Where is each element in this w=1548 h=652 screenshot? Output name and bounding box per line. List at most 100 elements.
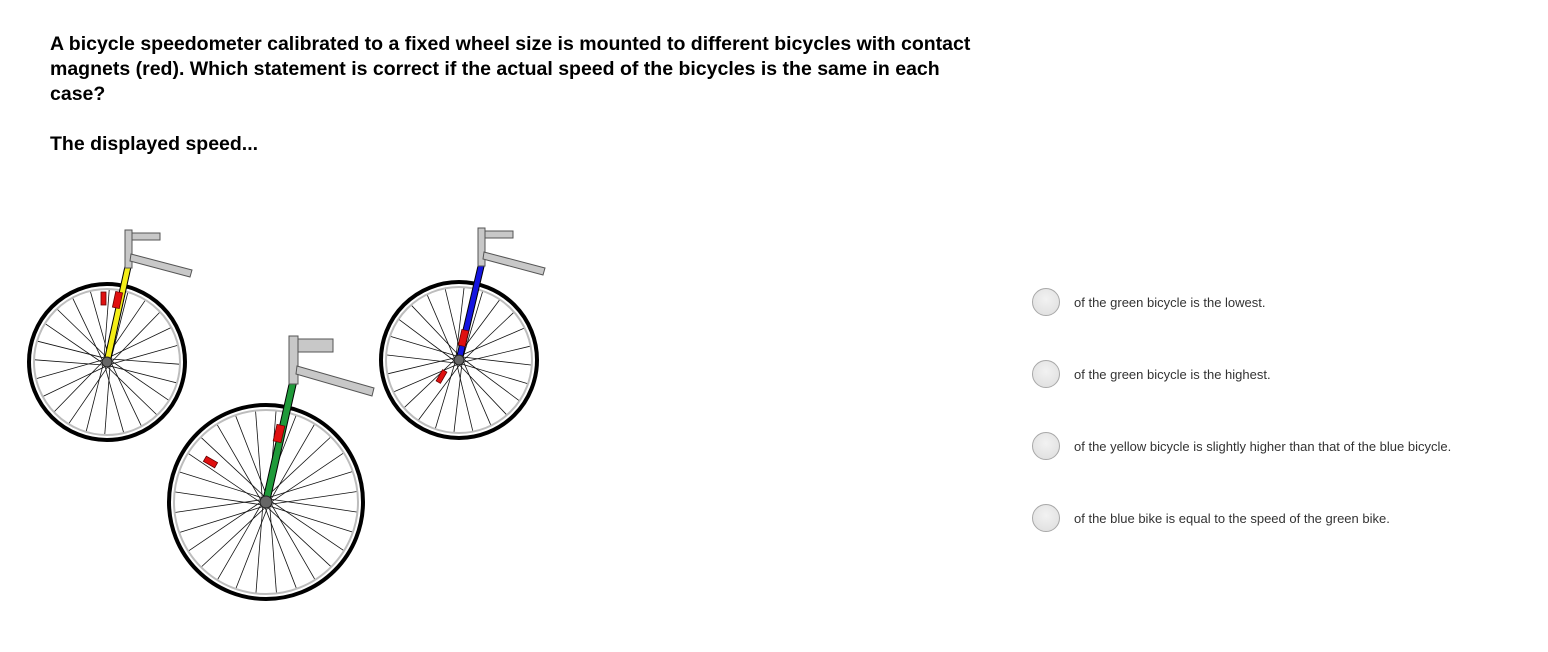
spoke (110, 360, 169, 401)
spoke (388, 357, 456, 375)
option-green-lowest[interactable]: of the green bicycle is the lowest. (1032, 285, 1266, 319)
option-green-highest[interactable]: of the green bicycle is the highest. (1032, 357, 1271, 391)
yellow-bicycle-stem (124, 229, 133, 269)
spoke (85, 363, 104, 432)
yellow-bicycle-fork-magnet (111, 290, 124, 310)
spoke (255, 504, 264, 593)
spoke (404, 359, 456, 408)
option-label: of the blue bike is equal to the speed o… (1074, 510, 1390, 526)
green-bicycle-hub (259, 495, 273, 509)
spoke (269, 503, 277, 593)
spoke (72, 298, 104, 362)
blue-bicycle-spoke-magnet (435, 369, 448, 384)
radio-button[interactable] (1032, 360, 1060, 388)
spoke (104, 364, 111, 435)
spoke (34, 359, 105, 366)
spoke (269, 491, 357, 505)
blue-bicycle-fork-magnet (457, 328, 470, 348)
spoke (90, 291, 110, 359)
spoke (458, 363, 507, 415)
spoke (104, 365, 124, 433)
spoke (269, 453, 344, 504)
radio-button[interactable] (1032, 432, 1060, 460)
spoke (269, 499, 344, 551)
blue-bicycle-handlebar-top (484, 230, 514, 239)
spoke (103, 289, 110, 360)
spoke (217, 502, 263, 580)
radio-button[interactable] (1032, 504, 1060, 532)
yellow-bicycle-hub (101, 356, 113, 368)
spoke (455, 288, 465, 358)
spoke (110, 312, 160, 363)
spoke (462, 312, 514, 361)
spoke (418, 363, 461, 420)
spoke (235, 416, 269, 499)
spoke (459, 328, 524, 357)
spoke (267, 505, 353, 533)
spoke (266, 471, 352, 499)
radio-button[interactable] (1032, 288, 1060, 316)
spoke (57, 309, 108, 359)
option-label: of the yellow bicycle is slightly higher… (1074, 438, 1452, 454)
spoke (110, 345, 178, 365)
spoke (444, 289, 462, 357)
green-bicycle-handlebar-top (297, 338, 334, 353)
yellow-bicycle-spoke-magnet (100, 291, 107, 306)
bicycle-figure (27, 227, 546, 601)
spoke (179, 471, 265, 499)
yellow-bicycle-handlebar (129, 253, 193, 278)
blue-bicycle-spokes (387, 288, 531, 432)
spoke (108, 365, 177, 384)
spoke (107, 327, 171, 359)
spoke (175, 499, 263, 513)
option-label: of the green bicycle is the highest. (1074, 366, 1271, 382)
spoke (269, 424, 315, 502)
spoke (399, 319, 456, 362)
spoke (255, 411, 263, 501)
green-bicycle-handlebar (295, 365, 375, 397)
spoke (462, 345, 530, 363)
blue-bicycle-rim (385, 286, 533, 434)
yellow-bicycle (27, 229, 193, 442)
spoke (456, 363, 474, 431)
spoke (201, 505, 268, 567)
spoke (54, 361, 104, 412)
spoke (43, 365, 107, 397)
spoke (462, 291, 483, 359)
question: A bicycle speedometer calibrated to a fi… (50, 32, 980, 157)
spoke (394, 363, 459, 392)
spoke (264, 437, 331, 499)
yellow-bicycle-rim (33, 288, 181, 436)
yellow-bicycle-handlebar-top (131, 232, 161, 241)
green-bicycle-stem (288, 335, 299, 385)
spoke (462, 360, 491, 425)
spoke (37, 340, 106, 359)
blue-bicycle-stem (477, 227, 486, 267)
yellow-bicycle-fork (104, 261, 132, 363)
option-blue-equals-green[interactable]: of the blue bike is equal to the speed o… (1032, 501, 1390, 535)
spoke (201, 437, 267, 499)
green-bicycle-fork-magnet (272, 423, 286, 444)
spoke (68, 365, 109, 424)
spoke (110, 362, 142, 426)
spoke (45, 323, 104, 364)
spoke (411, 305, 460, 357)
green-bicycle (167, 335, 375, 601)
spoke (427, 295, 456, 360)
blue-bicycle-hub (453, 354, 465, 366)
spoke (110, 292, 129, 361)
green-bicycle-rim (173, 409, 359, 595)
spoke (390, 336, 458, 357)
spoke (265, 505, 331, 567)
spoke (106, 365, 157, 415)
spoke (175, 491, 264, 506)
spoke (268, 498, 357, 513)
spoke (235, 504, 269, 589)
spoke (462, 358, 519, 401)
spoke (387, 354, 457, 364)
spoke (263, 505, 297, 588)
spoke (435, 361, 456, 429)
option-yellow-higher-than-blue[interactable]: of the yellow bicycle is slightly higher… (1032, 429, 1451, 463)
blue-bicycle-handlebar (482, 251, 546, 276)
spoke (36, 359, 104, 379)
